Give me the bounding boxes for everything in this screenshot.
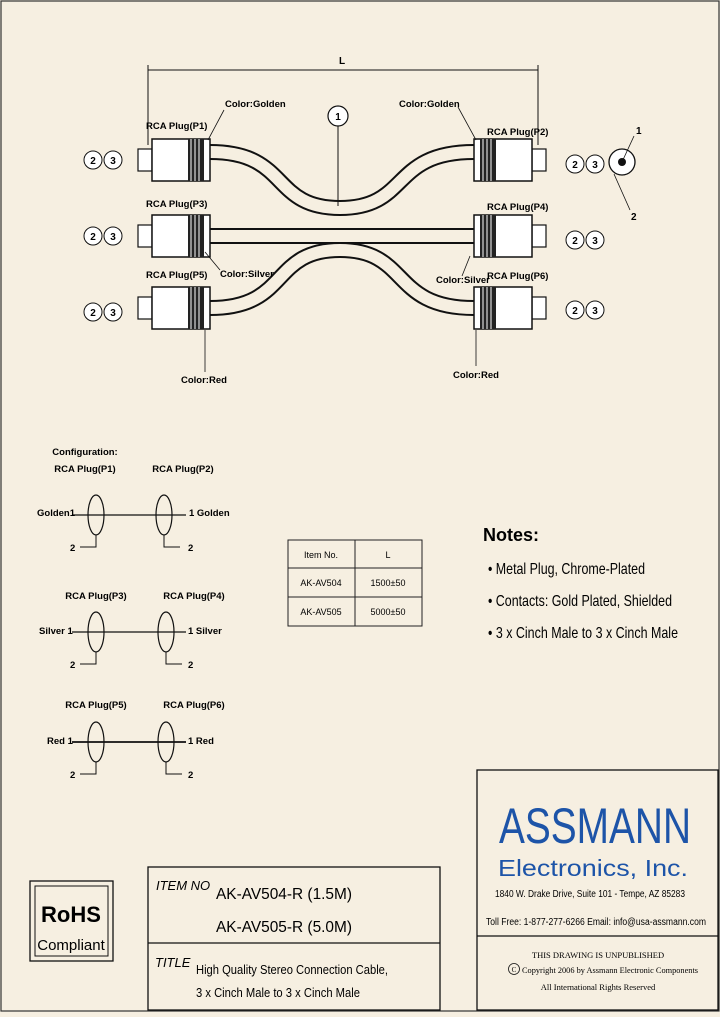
svg-text:1 Red: 1 Red	[188, 736, 214, 747]
svg-text:2: 2	[188, 543, 193, 554]
svg-text:2: 2	[70, 770, 75, 781]
title-line-1: High Quality Stereo Connection Cable,	[196, 962, 388, 977]
svg-text:2: 2	[188, 660, 193, 671]
pin-callouts-right: 2 3 2 3 2 3	[565, 154, 605, 320]
svg-text:3: 3	[110, 308, 116, 319]
svg-text:Golden1: Golden1	[37, 508, 76, 519]
plug-p3	[137, 214, 211, 258]
copyright-text: Copyright 2006 by Assmann Electronic Com…	[522, 965, 698, 975]
rights-text: All International Rights Reserved	[541, 982, 656, 992]
svg-text:Red 1: Red 1	[47, 736, 74, 747]
svg-text:RCA Plug(P3): RCA Plug(P3)	[65, 591, 126, 602]
assmann-logo: ASSMANN	[499, 798, 691, 854]
label-color-silver-right: Color:Silver	[436, 275, 490, 286]
label-p2: RCA Plug(P2)	[487, 127, 548, 138]
company-phone: Toll Free: 1-877-277-6266 Email: info@us…	[486, 917, 706, 928]
label-p3: RCA Plug(P3)	[146, 199, 207, 210]
label-p4: RCA Plug(P4)	[487, 202, 548, 213]
rohs-badge: RoHS Compliant	[29, 880, 114, 962]
label-color-golden-right: Color:Golden	[399, 99, 460, 110]
copyright-icon: C	[512, 966, 517, 974]
svg-text:1 Golden: 1 Golden	[189, 508, 230, 519]
config-heading: Configuration:	[52, 447, 117, 458]
length-table: Item No. L AK-AV504 1500±50 AK-AV505 500…	[287, 539, 423, 627]
title-line-2: 3 x Cinch Male to 3 x Cinch Male	[196, 985, 360, 1000]
svg-text:2: 2	[572, 306, 578, 317]
cables	[209, 144, 475, 316]
svg-text:3: 3	[110, 232, 116, 243]
svg-text:2: 2	[188, 770, 193, 781]
svg-text:RCA Plug(P2): RCA Plug(P2)	[152, 464, 213, 475]
table-cell: AK-AV504	[300, 578, 341, 588]
svg-text:2: 2	[572, 160, 578, 171]
svg-text:2: 2	[631, 212, 637, 223]
note-item: • Metal Plug, Chrome-Plated	[488, 561, 645, 578]
cable-number: 1	[335, 112, 341, 123]
label-p6: RCA Plug(P6)	[487, 271, 548, 282]
pin-callouts-left: 2 3 2 3 2 3	[83, 150, 123, 322]
svg-text:2: 2	[572, 236, 578, 247]
title-block: ITEM NO AK-AV504-R (1.5M) AK-AV505-R (5.…	[147, 866, 441, 1011]
title-label: TITLE	[155, 955, 191, 970]
company-block: ASSMANN Electronics, Inc. 1840 W. Drake …	[476, 769, 719, 1011]
svg-text:Silver 1: Silver 1	[39, 626, 74, 637]
connector-face: 1 2	[608, 126, 642, 223]
svg-text:3: 3	[592, 236, 598, 247]
svg-text:2: 2	[70, 660, 75, 671]
rohs-text: RoHS	[41, 902, 101, 927]
item-number-1: AK-AV504-R (1.5M)	[216, 886, 352, 903]
rohs-compliant: Compliant	[37, 937, 105, 954]
label-color-red-right: Color:Red	[453, 370, 499, 381]
svg-text:1: 1	[636, 126, 642, 137]
company-subtitle: Electronics, Inc.	[498, 855, 688, 881]
plug-p1	[137, 138, 211, 182]
label-color-red-left: Color:Red	[181, 375, 227, 386]
table-header-item: Item No.	[304, 550, 338, 560]
svg-text:1 Silver: 1 Silver	[188, 626, 222, 637]
plug-p6	[473, 286, 547, 330]
label-p1: RCA Plug(P1)	[146, 121, 207, 132]
plug-p2	[473, 138, 547, 182]
cable-callout: 1	[327, 105, 349, 206]
label-color-silver-left: Color:Silver	[220, 269, 274, 280]
item-no-label: ITEM NO	[156, 878, 210, 893]
svg-text:3: 3	[110, 156, 116, 167]
svg-text:RCA Plug(P6): RCA Plug(P6)	[163, 700, 224, 711]
notes-heading: Notes:	[483, 525, 539, 545]
svg-text:RCA Plug(P5): RCA Plug(P5)	[65, 700, 126, 711]
unpublished-notice: THIS DRAWING IS UNPUBLISHED	[532, 950, 664, 960]
plug-labels: RCA Plug(P1) RCA Plug(P3) RCA Plug(P5) R…	[146, 121, 548, 282]
svg-text:3: 3	[592, 306, 598, 317]
label-p5: RCA Plug(P5)	[146, 270, 207, 281]
notes: Notes: • Metal Plug, Chrome-Plated • Con…	[483, 525, 678, 642]
table-header-l: L	[385, 550, 390, 560]
plug-p4	[473, 214, 547, 258]
configuration: Configuration: RCA Plug(P1) RCA Plug(P2)…	[37, 447, 230, 781]
note-item: • Contacts: Gold Plated, Shielded	[488, 593, 672, 610]
company-address: 1840 W. Drake Drive, Suite 101 - Tempe, …	[495, 889, 685, 900]
plug-p5	[137, 286, 211, 330]
svg-text:2: 2	[90, 308, 96, 319]
table-cell: AK-AV505	[300, 607, 341, 617]
note-item: • 3 x Cinch Male to 3 x Cinch Male	[488, 625, 678, 642]
color-labels: Color:Golden Color:Golden Color:Silver C…	[181, 99, 499, 386]
table-cell: 5000±50	[371, 607, 406, 617]
svg-text:2: 2	[70, 543, 75, 554]
length-label: L	[339, 56, 345, 67]
svg-text:2: 2	[90, 232, 96, 243]
svg-text:RCA Plug(P1): RCA Plug(P1)	[54, 464, 115, 475]
item-number-2: AK-AV505-R (5.0M)	[216, 919, 352, 936]
svg-text:RCA Plug(P4): RCA Plug(P4)	[163, 591, 224, 602]
svg-text:2: 2	[90, 156, 96, 167]
length-dimension: L	[147, 56, 539, 145]
label-color-golden-left: Color:Golden	[225, 99, 286, 110]
table-cell: 1500±50	[371, 578, 406, 588]
svg-text:3: 3	[592, 160, 598, 171]
